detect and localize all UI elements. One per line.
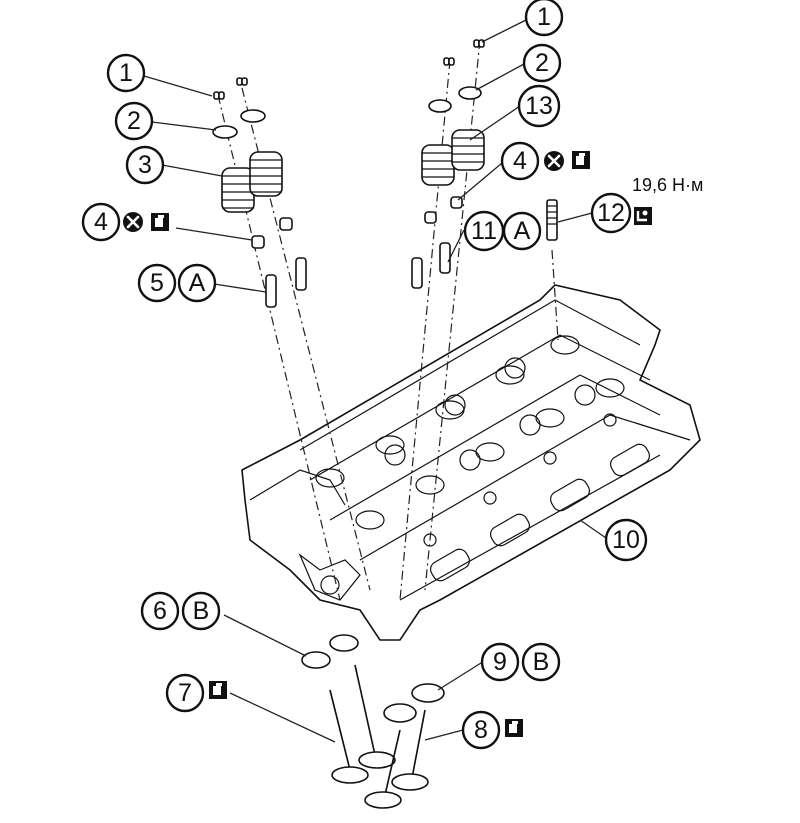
svg-text:1: 1 bbox=[119, 59, 133, 87]
svg-text:A: A bbox=[514, 217, 531, 245]
callout-8: 8 bbox=[461, 710, 523, 750]
callout-1-left: 1 bbox=[106, 53, 146, 93]
valve-springs-right bbox=[421, 129, 485, 186]
plug-tube bbox=[546, 199, 559, 341]
callout-4-right: 4 bbox=[500, 141, 590, 181]
callout-11: 11 A bbox=[463, 210, 542, 252]
svg-text:9: 9 bbox=[493, 648, 507, 676]
sealant-icon bbox=[632, 205, 654, 227]
cylinder-head bbox=[241, 284, 701, 641]
callout-10: 10 bbox=[604, 518, 648, 562]
callout-12: 12 bbox=[590, 192, 654, 234]
callout-9: 9 B bbox=[480, 642, 561, 682]
valves-left bbox=[329, 664, 396, 784]
callout-1-right: 1 bbox=[524, 0, 564, 37]
valve-collets-left bbox=[213, 77, 248, 100]
oil-can-icon bbox=[209, 681, 227, 699]
svg-text:1: 1 bbox=[537, 3, 551, 31]
callout-6: 6 B bbox=[140, 591, 221, 631]
oil-can-icon bbox=[505, 719, 523, 737]
do-not-reuse-icon bbox=[542, 149, 566, 173]
side-bolts bbox=[423, 413, 617, 547]
callout-5: 5 A bbox=[137, 263, 217, 303]
svg-text:2: 2 bbox=[535, 49, 549, 77]
svg-text:8: 8 bbox=[474, 716, 488, 744]
svg-text:10: 10 bbox=[612, 526, 640, 554]
svg-text:6: 6 bbox=[153, 597, 167, 625]
oil-can-icon bbox=[572, 151, 590, 169]
valve-stem-seals-left bbox=[251, 217, 293, 249]
svg-text:3: 3 bbox=[138, 151, 152, 179]
callout-13: 13 bbox=[517, 84, 561, 128]
cam-journals bbox=[315, 335, 625, 530]
torque-value: 19,6 Н·м bbox=[632, 175, 703, 195]
spring-retainers-left bbox=[212, 109, 266, 139]
valve-guides-left bbox=[265, 257, 307, 308]
svg-text:11: 11 bbox=[471, 217, 497, 245]
callout-2-right: 2 bbox=[522, 43, 562, 83]
spring-retainers-right bbox=[428, 86, 482, 113]
svg-text:A: A bbox=[189, 269, 206, 297]
valves-right bbox=[364, 709, 429, 809]
svg-text:4: 4 bbox=[513, 147, 527, 175]
leader-lines bbox=[143, 19, 607, 743]
spring-seats-right bbox=[383, 683, 445, 723]
valve-springs-left bbox=[221, 151, 283, 213]
spring-seats-left bbox=[301, 634, 359, 669]
callout-4-left: 4 bbox=[81, 202, 169, 242]
svg-text:5: 5 bbox=[150, 269, 164, 297]
valve-stem-seals-right bbox=[424, 196, 463, 224]
svg-text:12: 12 bbox=[597, 199, 625, 227]
svg-text:2: 2 bbox=[127, 107, 141, 135]
svg-text:4: 4 bbox=[94, 208, 108, 236]
svg-text:B: B bbox=[533, 648, 550, 676]
do-not-reuse-icon bbox=[121, 210, 145, 234]
exhaust-ports bbox=[430, 443, 650, 582]
right-valve-stack bbox=[364, 39, 559, 809]
valve-guides-right bbox=[411, 242, 451, 289]
callout-3: 3 bbox=[125, 145, 165, 185]
left-valve-stack bbox=[212, 77, 396, 784]
svg-text:7: 7 bbox=[178, 679, 192, 707]
callout-7: 7 bbox=[165, 673, 227, 713]
svg-text:13: 13 bbox=[525, 92, 553, 120]
callout-2-left: 2 bbox=[114, 101, 154, 141]
valve-seats bbox=[384, 357, 596, 471]
oil-can-icon bbox=[151, 213, 169, 231]
svg-text:B: B bbox=[193, 597, 210, 625]
